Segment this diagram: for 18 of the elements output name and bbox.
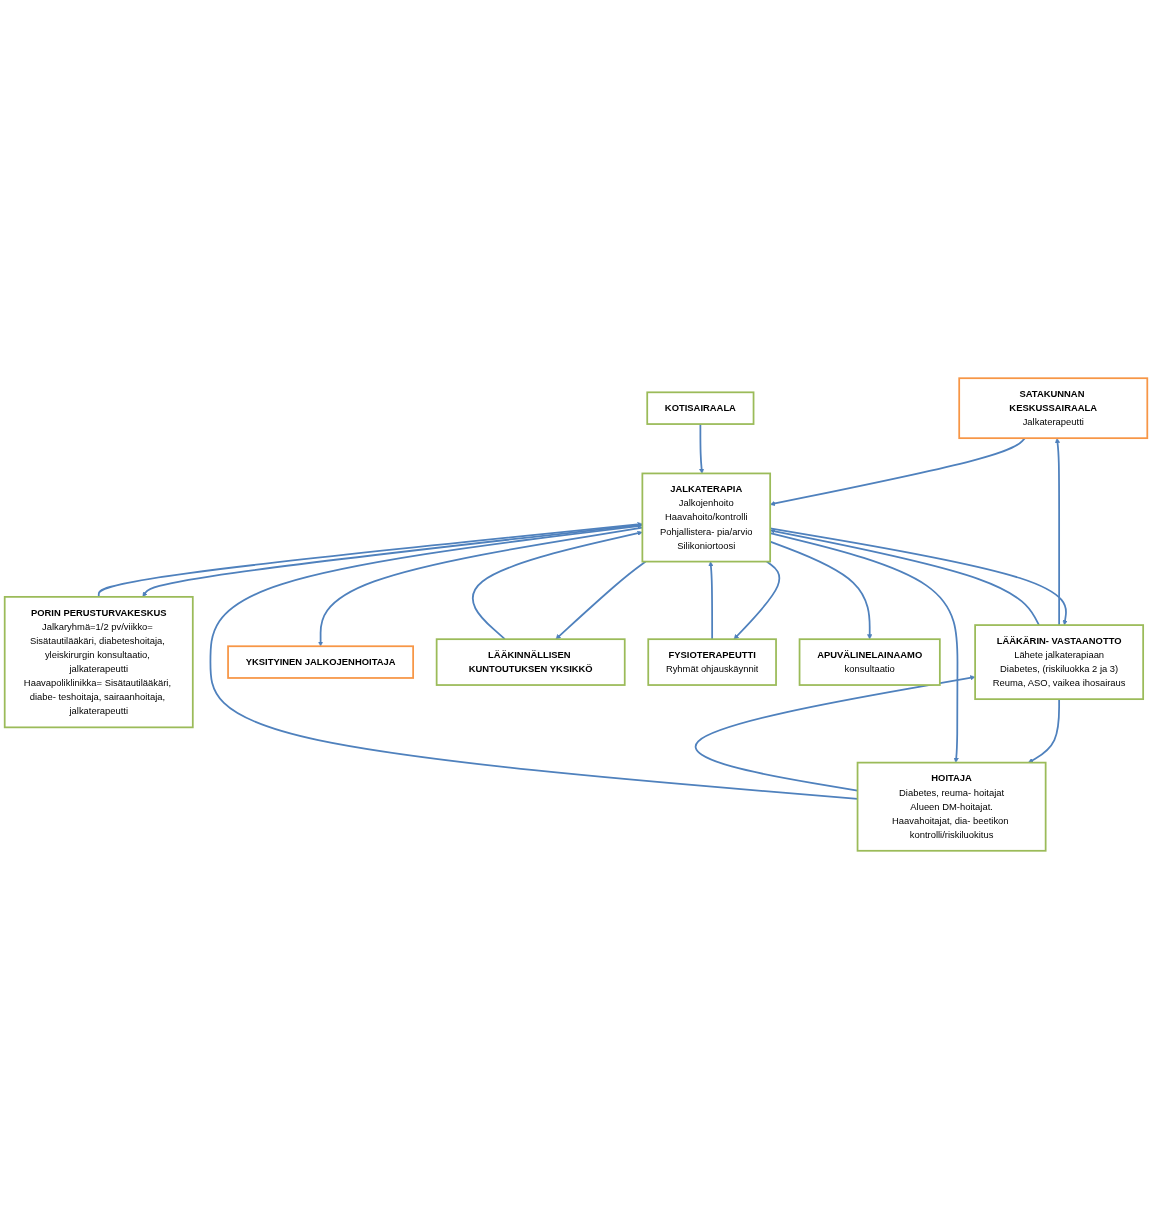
arrow bbox=[555, 560, 647, 640]
node-box: FYSIOTERAPEUTTI Ryhmät ohjauskäynnit bbox=[647, 638, 777, 686]
node-box: KOTISAIRAALA bbox=[646, 391, 755, 425]
arrow bbox=[694, 675, 976, 792]
node-box: APUVÄLINELAINAAMO konsultaatio bbox=[798, 638, 941, 686]
arrow bbox=[733, 560, 781, 640]
arrow bbox=[471, 530, 643, 641]
node-box: LÄÄKÄRIN- VASTAANOTTO Lähete jalkaterapiaan Diabetes, (riskiluokka 2 ja 3) Reuma, ASO, vaikea ihosairaus bbox=[974, 624, 1145, 700]
node-box: HOITAJA Diabetes, reuma- hoitajat Alueen DM-hoitajat. Haavahoitajat, dia- beetikon kontrolli/riskiluokitus bbox=[856, 761, 1047, 852]
node-box: LÄÄKINNÄLLISEN KUNTOUTUKSEN YKSIKKÖ bbox=[435, 638, 626, 686]
arrow bbox=[708, 561, 714, 641]
node-box: PORIN PERUSTURVAKESKUS Jalkaryhmä=1/2 pv/viikko= Sisätautilääkäri, diabeteshoitaja, yleiskirurgin konsultaatio, jalkaterapeutti Haavapoliklinikka= Sisätautilääkäri, diabe- teshoitaja, sairaanhoitaja, jalkaterapeutti bbox=[3, 596, 194, 729]
arrow bbox=[699, 423, 705, 474]
node-box: JALKATERAPIA Jalkojenhoito Haavahoito/kontrolli Pohjallistera- pia/arvio Silikoniortoosi bbox=[641, 472, 772, 563]
node-box: YKSITYINEN JALKOJENHOITAJA bbox=[227, 645, 414, 679]
arrow bbox=[1028, 698, 1060, 763]
arrow bbox=[1054, 437, 1061, 626]
node-box: SATAKUNNAN KESKUSSAIRAALA Jalkaterapeutti bbox=[958, 377, 1149, 440]
